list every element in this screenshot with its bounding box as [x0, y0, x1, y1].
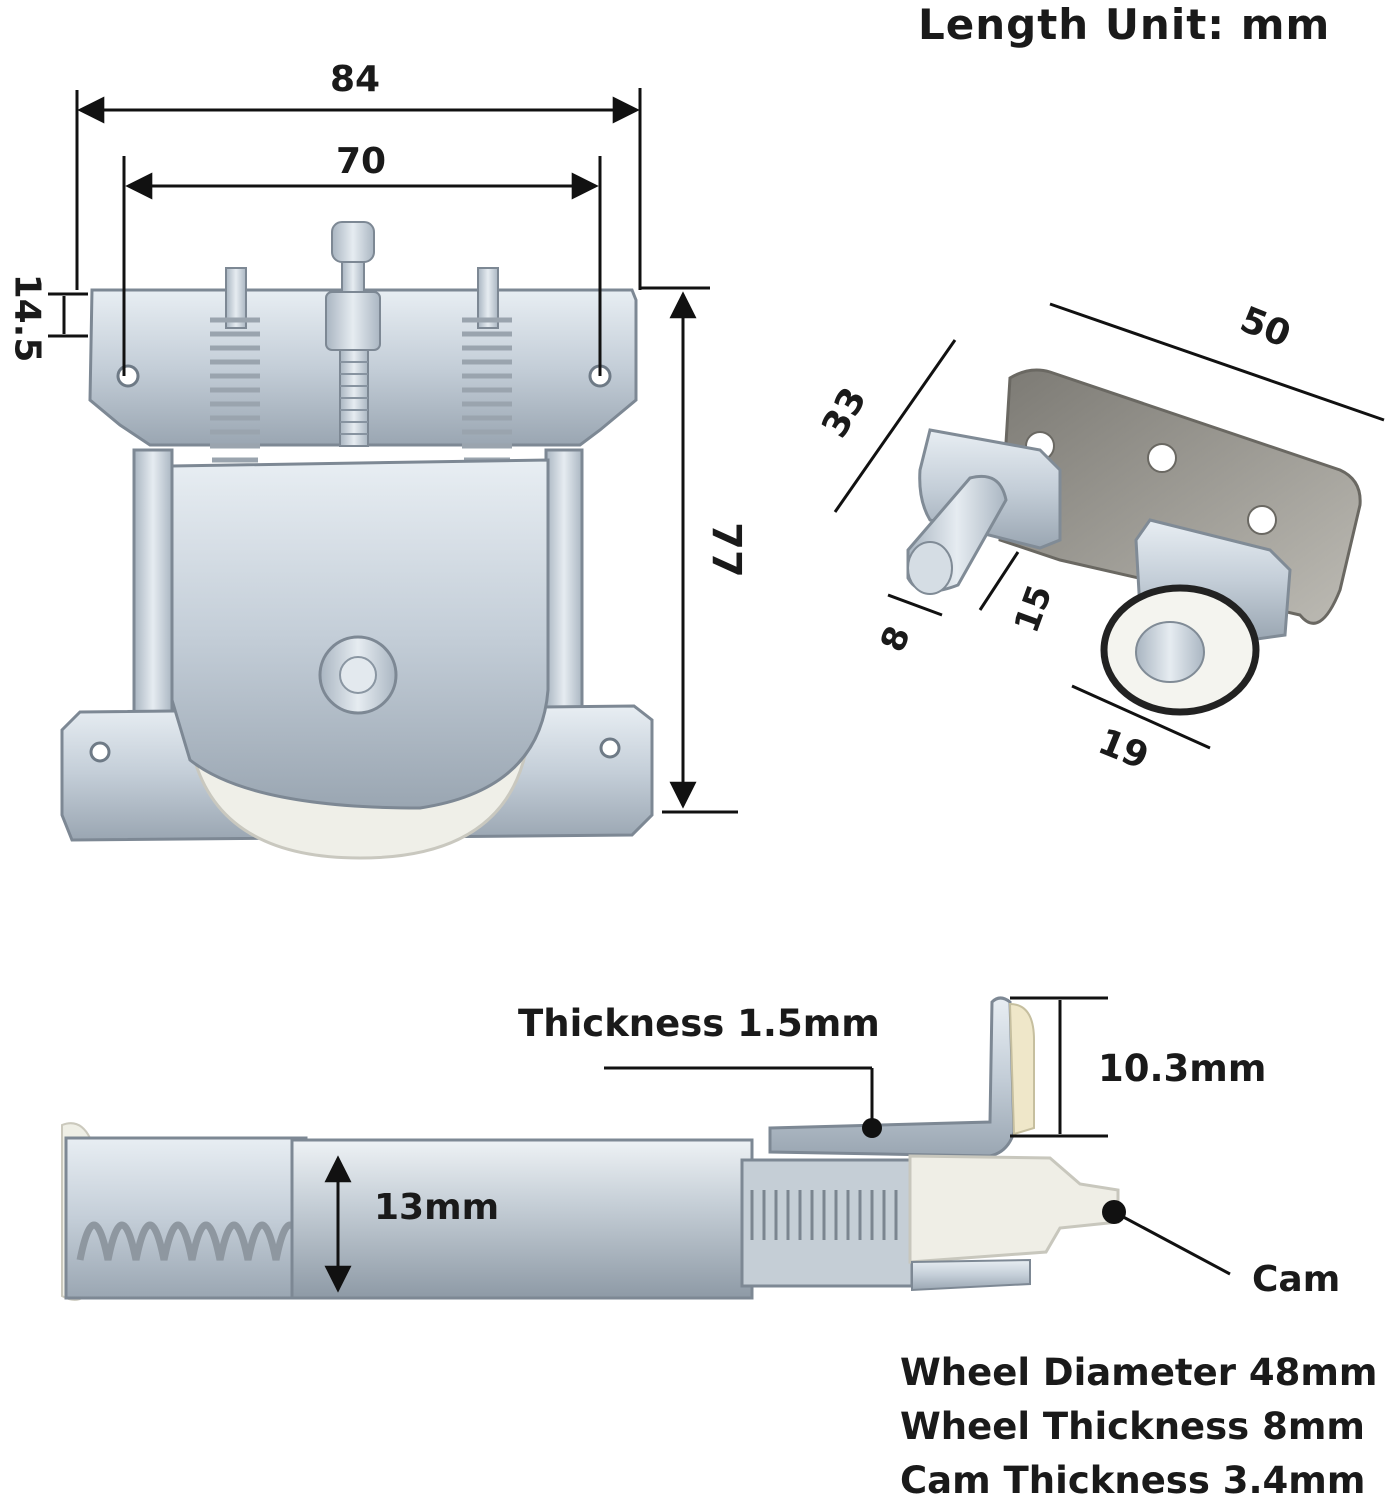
- bracket-dimensions: [833, 302, 1385, 750]
- bracket-hole-3: [1247, 505, 1277, 535]
- body-height-label: 13mm: [374, 1187, 500, 1228]
- side-spring: [76, 1221, 308, 1261]
- spec-cam-thickness: Cam Thickness 3.4mm: [900, 1459, 1366, 1502]
- bottom-hole-right: [599, 737, 621, 759]
- side-rail-right: [544, 448, 584, 752]
- side-rail-left: [132, 448, 174, 752]
- bracket-view: [906, 368, 1362, 716]
- dim-outer-width: 84: [330, 59, 381, 100]
- cam-marker-dot: [1102, 1200, 1126, 1224]
- knurled-section: [740, 1158, 914, 1288]
- cam-label: Cam: [1252, 1259, 1341, 1300]
- left-housing: [64, 1136, 308, 1300]
- wheel-housing: [170, 458, 550, 810]
- side-view: [61, 996, 1120, 1301]
- spring-right: [462, 267, 512, 463]
- thickness-marker-dot: [862, 1118, 882, 1138]
- flange-height-label: 10.3mm: [1098, 1047, 1267, 1090]
- front-dimensions: [48, 88, 738, 814]
- spring-left: [210, 267, 260, 463]
- spec-wheel-thickness: Wheel Thickness 8mm: [900, 1405, 1365, 1448]
- front-view: [60, 221, 654, 860]
- dim-hole-spacing: 70: [336, 141, 387, 182]
- adjust-screw: [325, 221, 381, 447]
- mount-hole-left: [116, 364, 140, 388]
- thickness-label: Thickness 1.5mm: [518, 1002, 880, 1045]
- bracket-hole-2: [1147, 443, 1177, 473]
- tube-body: [290, 1138, 754, 1300]
- dim-total-height: 77: [702, 522, 749, 578]
- unit-title: Length Unit: mm: [918, 0, 1331, 49]
- dim-top-margin: 14.5: [6, 273, 48, 363]
- bottom-hole-left: [89, 741, 111, 763]
- cam: [908, 1154, 1120, 1264]
- spec-wheel-diameter: Wheel Diameter 48mm: [900, 1351, 1378, 1394]
- flange-cap: [1008, 1002, 1035, 1136]
